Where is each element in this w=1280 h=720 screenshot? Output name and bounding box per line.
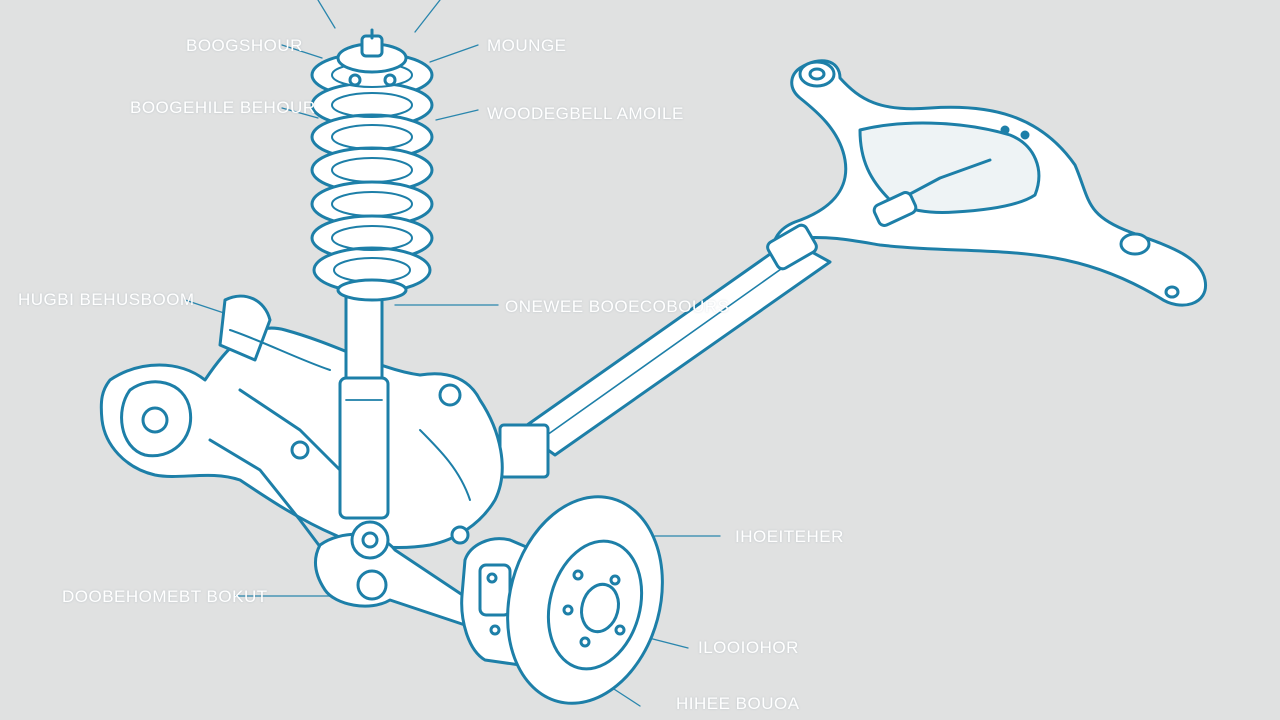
- lower-link-front: [208, 438, 332, 562]
- strut-rod: [344, 293, 384, 387]
- caliper-piston-housing: [478, 563, 512, 617]
- lower-arm-bushing: [356, 569, 388, 601]
- lug-hole: [614, 624, 626, 636]
- link-bushing: [290, 440, 310, 460]
- mount-bolt: [348, 73, 362, 87]
- knuckle-bolt: [450, 525, 470, 545]
- lug-hole: [579, 636, 591, 648]
- lower-link-left: [238, 388, 342, 472]
- knuckle-bushing: [438, 383, 462, 407]
- upper-mount-left: [218, 294, 272, 362]
- label-right-1: IHOEITEHER: [735, 527, 844, 546]
- arm-rivet: [1000, 125, 1010, 135]
- mount-bolt: [383, 73, 397, 87]
- label-lower-left: DOOBEHOMEBT BOKUT: [62, 587, 268, 606]
- hub-center: [580, 582, 620, 634]
- arm-bushing-hole: [808, 67, 826, 81]
- label-bottom-right: HIHEE BOUOA: [676, 694, 800, 713]
- lug-hole: [572, 569, 584, 581]
- coil-spring: [310, 51, 434, 302]
- label-mid-left: HUGBI BEHUSBOOM: [18, 290, 195, 309]
- arm-mount-bracket: [498, 423, 550, 479]
- knuckle-edge: [419, 429, 471, 501]
- leader-line: [317, 0, 336, 29]
- label-mid-right: ONEWEE BOOECOBOURS: [505, 297, 730, 316]
- lower-control-arm: [313, 532, 472, 627]
- lug-hole: [562, 604, 574, 616]
- label-right-2: ILOOIOHOR: [698, 638, 799, 657]
- trailing-arm: [518, 238, 832, 457]
- frame-edge: [229, 329, 331, 371]
- lower-ball-joint-core: [361, 531, 379, 549]
- leader-line: [429, 44, 479, 63]
- hub-bolt-left: [141, 406, 169, 434]
- caliper-bolt: [489, 624, 501, 636]
- lug-hole: [609, 574, 621, 586]
- caliper-bolt: [486, 572, 498, 584]
- tie-rod-end: [872, 191, 918, 227]
- trailing-arm-edge: [539, 251, 806, 441]
- strut-body: [338, 376, 390, 520]
- leader-line: [281, 44, 323, 59]
- leader-line: [435, 109, 479, 121]
- label-top-right-1: MOUNGE: [487, 36, 567, 55]
- leader-line: [414, 0, 441, 33]
- arm-rivet: [1020, 130, 1030, 140]
- arm-bushing-rear: [1119, 232, 1151, 256]
- label-top-left-1: BOOGSHOUR: [186, 36, 303, 55]
- assembly: [99, 28, 1207, 705]
- leader-line: [281, 107, 319, 119]
- label-top-right-2: WOODEGBELL AMOILE: [487, 104, 684, 123]
- arm-end-bracket: [766, 223, 818, 271]
- arm-bolt-hole: [1164, 285, 1180, 299]
- label-top-left-2: BOOGEHILE BEHOUR: [130, 98, 316, 117]
